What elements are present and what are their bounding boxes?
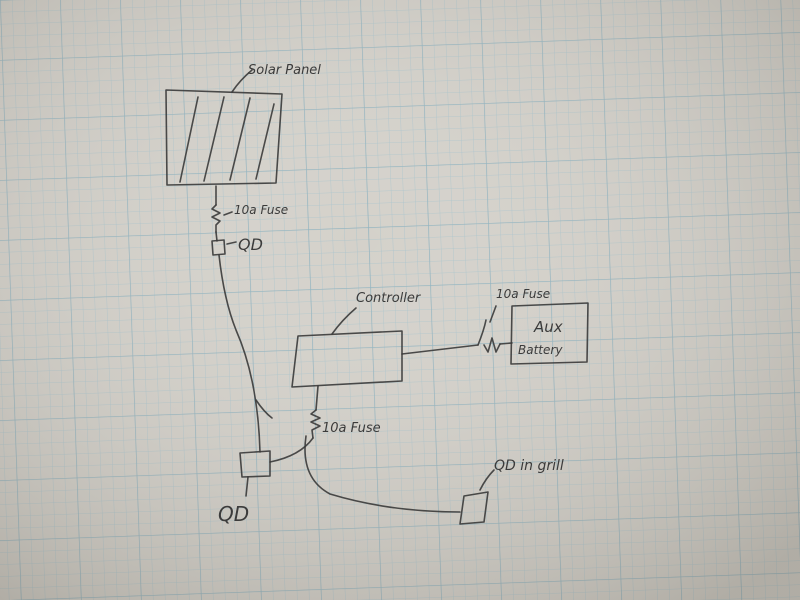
controller-fuse-label: 10a Fuse (322, 421, 381, 436)
fuse-to-grill-qd-wire (304, 435, 461, 513)
fuse-to-main-qd-wire (269, 437, 314, 463)
panel-fuse-label: 10a Fuse (234, 203, 288, 217)
battery-fuse (477, 305, 513, 353)
controller-label: Controller (356, 291, 422, 306)
panel-wire-return (255, 399, 273, 419)
main-qd-label: QD (218, 502, 249, 526)
solar-panel (165, 69, 283, 186)
aux-battery-label-line2: Battery (518, 343, 563, 357)
aux-battery (510, 302, 589, 365)
solar-panel-label: Solar Panel (248, 63, 321, 78)
panel-to-main-qd-wire (218, 254, 261, 453)
battery-fuse-label: 10a Fuse (496, 287, 550, 301)
aux-battery-label-line1: Aux (533, 318, 563, 336)
grill-qd (459, 469, 495, 525)
controller-box (291, 307, 403, 388)
grill-qd-label: QD in grill (494, 458, 564, 474)
panel-fuse (211, 185, 233, 233)
controller-fuse (310, 385, 321, 439)
main-qd (239, 450, 271, 497)
panel-qd (211, 231, 237, 256)
panel-qd-label: QD (238, 235, 263, 254)
controller-to-battery-wire (401, 344, 479, 355)
